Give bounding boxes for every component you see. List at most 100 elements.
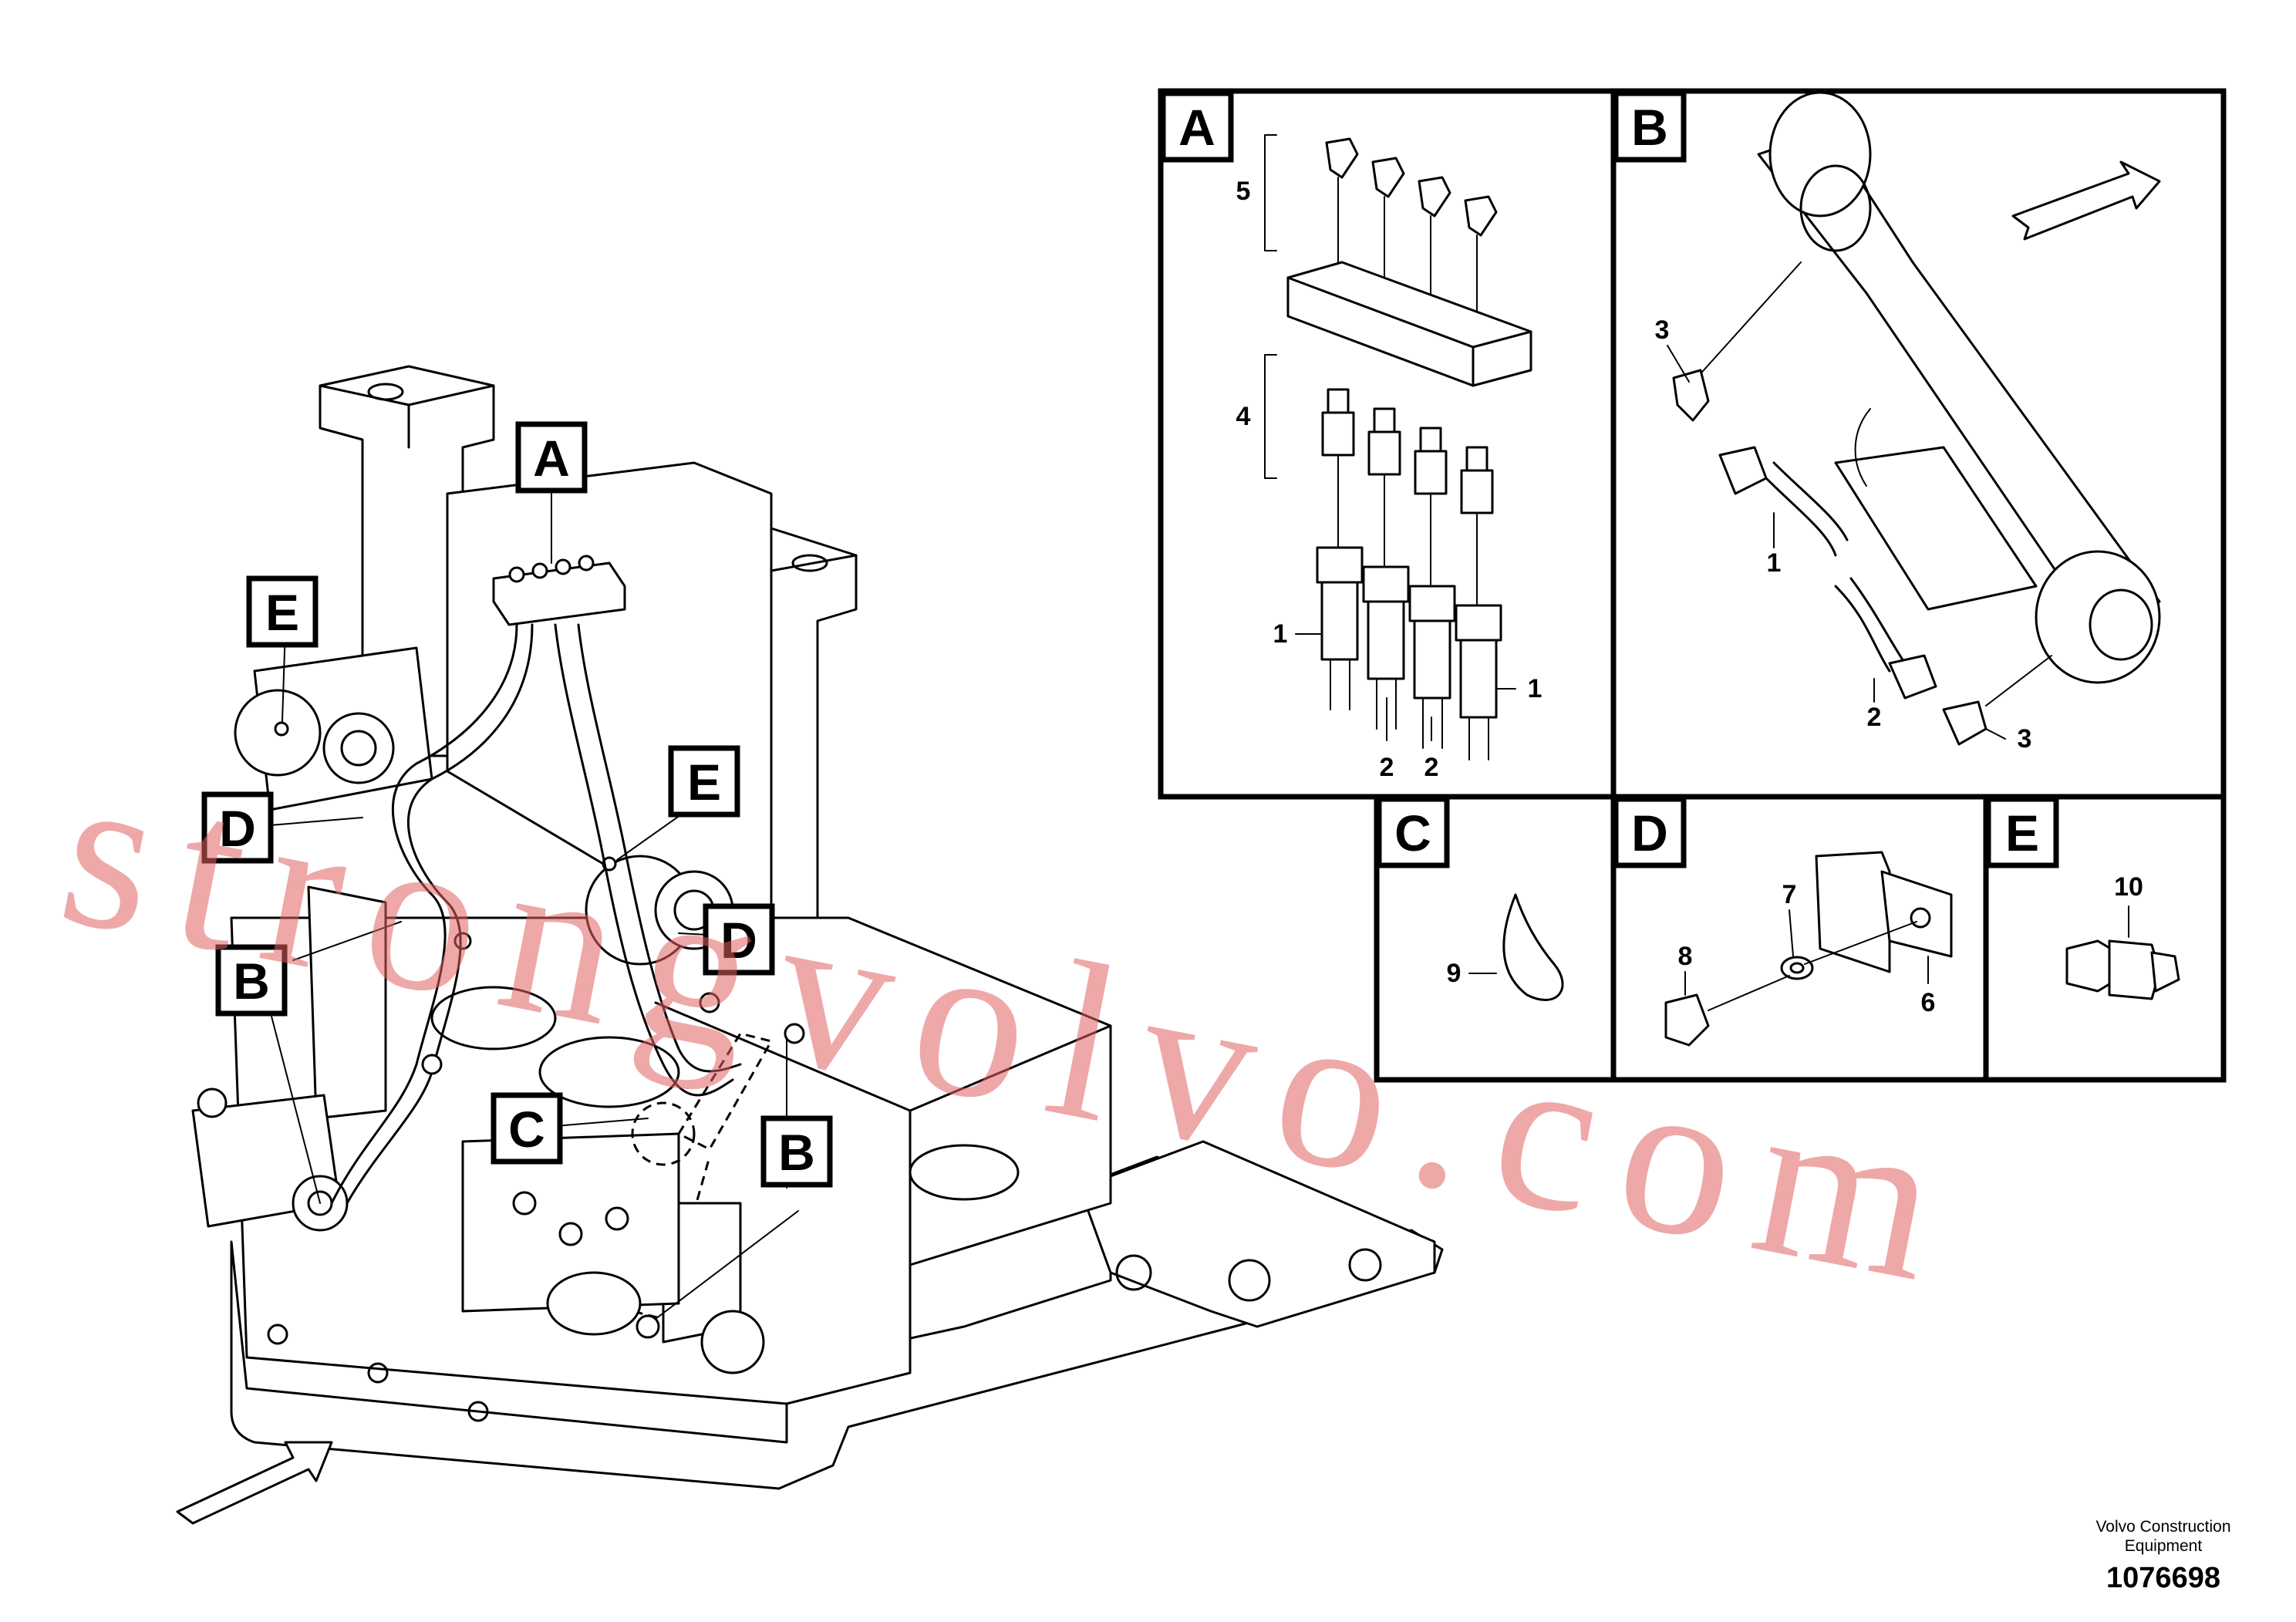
bolt <box>1664 993 1710 1047</box>
washer <box>1789 962 1805 974</box>
clip-bracket <box>1815 851 1891 973</box>
panel-b-item-3b: 3 <box>2018 724 2032 754</box>
hose <box>554 623 734 1097</box>
direction-arrow <box>176 1441 333 1525</box>
hose <box>346 623 534 1205</box>
valve-port <box>512 1191 537 1216</box>
callout-e-label: E <box>687 754 721 811</box>
grease-nipple-row <box>1325 137 1498 237</box>
callout-b-label: B <box>233 953 270 1010</box>
side-bolt <box>467 1401 489 1422</box>
cylinder-valve-block <box>1834 446 2038 611</box>
callout-a-label: A <box>533 430 570 487</box>
callout-b-label: B <box>778 1124 815 1181</box>
front-roller <box>546 1271 642 1336</box>
panel-b-item-2: 2 <box>1867 703 1882 732</box>
callout-E-right[interactable]: E <box>668 745 740 818</box>
left-cylinder-body <box>307 885 387 1120</box>
hose-end-row <box>1316 546 1502 719</box>
panel-d-item-6: 6 <box>1921 988 1936 1017</box>
grease-block <box>492 561 626 626</box>
clamp <box>421 1054 443 1075</box>
panel-a-item-1: 1 <box>1273 619 1288 649</box>
tower-hole <box>791 554 828 572</box>
grease-nipple-thread <box>2150 951 2180 993</box>
plate-hole <box>1348 1248 1382 1282</box>
fitting-row <box>1321 388 1494 514</box>
block-nipple <box>508 566 525 583</box>
callout-B-right[interactable]: B <box>760 1115 833 1188</box>
front-roller-end <box>700 1310 765 1374</box>
cable-tie <box>1502 893 1564 1001</box>
panel-a-item-4: 4 <box>1236 402 1251 431</box>
block-nipple <box>578 555 595 572</box>
tower-hole <box>367 383 404 401</box>
valve-port <box>558 1222 583 1246</box>
panel-a-item-2: 2 <box>1380 753 1394 782</box>
drawing-number: 1076698 <box>2106 1562 2220 1594</box>
detail-panel-d: D 7 8 6 <box>1613 796 1953 1047</box>
elbow-fitting <box>1672 369 1710 422</box>
detail-panel-e: E 10 <box>1985 796 2180 1000</box>
clamp-circle <box>631 1101 696 1166</box>
callout-E-left[interactable]: E <box>246 575 319 648</box>
callout-C[interactable]: C <box>491 1092 563 1165</box>
side-bolt <box>267 1324 288 1345</box>
right-cylinder-hidden <box>676 1032 774 1151</box>
block-hole <box>538 1036 680 1108</box>
panel-b-item-1: 1 <box>1767 548 1782 578</box>
block-hole <box>909 1144 1020 1201</box>
panel-c-label: C <box>1394 804 1431 862</box>
detail-panel-c: C 9 <box>1376 796 1564 1001</box>
bolt-hole <box>784 1023 805 1044</box>
callout-B-left[interactable]: B <box>215 944 288 1017</box>
valve-port <box>605 1206 629 1231</box>
callout-A[interactable]: A <box>515 421 588 494</box>
left-pivot-nut <box>322 712 395 784</box>
callout-d-label: D <box>219 800 256 857</box>
panel-a-item-5: 5 <box>1236 177 1251 206</box>
callout-d-label: D <box>720 912 757 969</box>
callout-c-label: C <box>508 1101 545 1158</box>
panel-b-arrow <box>2011 160 2161 241</box>
panel-a-item-1b: 1 <box>1528 674 1542 703</box>
grease-nipple-left <box>274 721 289 737</box>
callout-e-label: E <box>265 584 299 641</box>
panel-d-item-7: 7 <box>1782 880 1797 909</box>
cylinder-bottom-eye <box>2089 588 2153 661</box>
side-bolt <box>367 1362 389 1384</box>
hose <box>330 623 518 1205</box>
panel-b-label: B <box>1631 99 1668 156</box>
panel-b-item-3: 3 <box>1655 315 1670 345</box>
callout-D-left[interactable]: D <box>201 791 274 864</box>
block-hole <box>430 986 557 1050</box>
left-cylinder-bolt <box>197 1088 228 1118</box>
grease-nipple-hex <box>2108 939 2161 1000</box>
panel-a-label: A <box>1178 99 1215 156</box>
detail-panel-b: B 3 1 2 3 <box>1613 90 2161 754</box>
block-nipple <box>555 558 571 575</box>
callout-D-right[interactable]: D <box>703 903 775 976</box>
panel-d-label: D <box>1631 804 1668 862</box>
tower-edge <box>319 384 495 449</box>
panel-e-label: E <box>2005 804 2039 862</box>
cylinder-top-eye <box>1768 91 1872 218</box>
hose <box>577 623 742 1073</box>
panel-a-item-2b: 2 <box>1424 753 1439 782</box>
block-nipple <box>531 562 548 579</box>
hose-fitting <box>1718 446 1768 495</box>
plate-hole <box>1228 1259 1271 1302</box>
panel-e-item-10: 10 <box>2114 872 2143 902</box>
elbow-fitting <box>1942 700 1988 746</box>
detail-panel-a: A <box>1160 90 1542 782</box>
block-edge <box>654 1001 912 1112</box>
panel-c-item-9: 9 <box>1447 959 1462 988</box>
plate-hole <box>1115 1254 1152 1291</box>
bolt-hole <box>699 992 720 1013</box>
clip-tab <box>1880 870 1953 958</box>
cylinder-bottom-eye <box>2035 550 2161 684</box>
washer <box>1780 956 1814 980</box>
left-pivot-nut <box>340 730 377 767</box>
hose-fitting <box>1888 654 1937 700</box>
